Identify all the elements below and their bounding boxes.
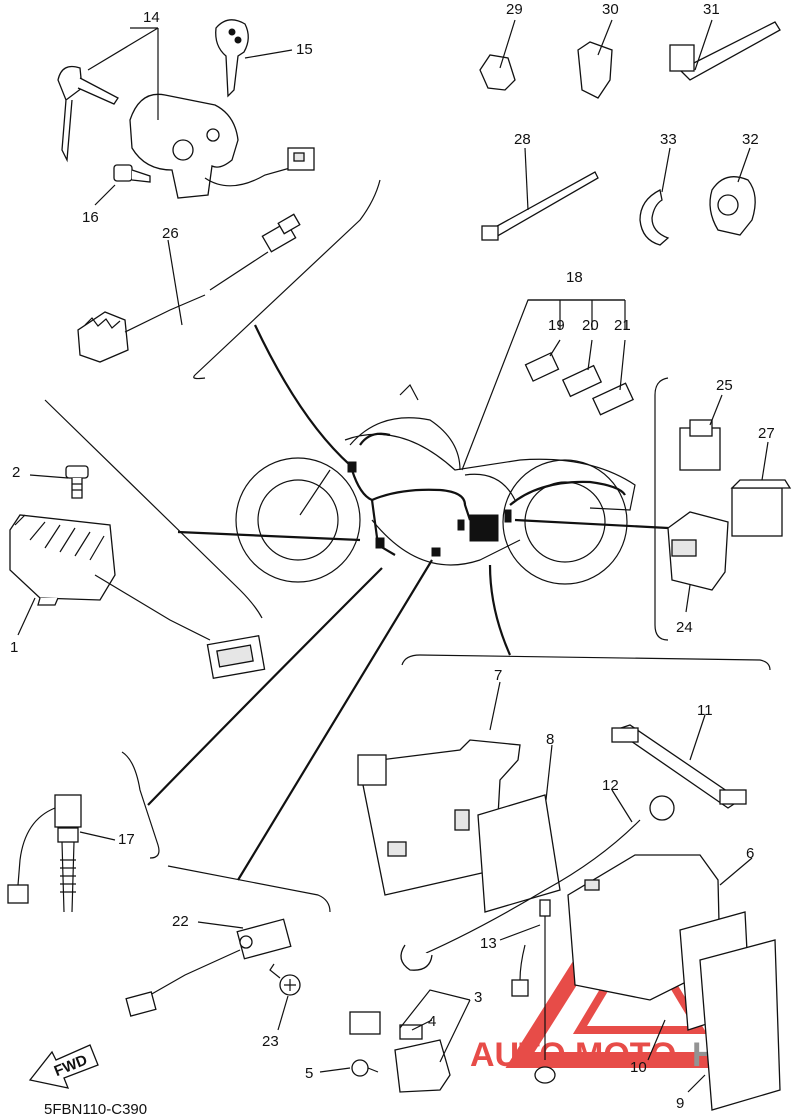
part-number-labels: 14 15 16 26 2 1 17 22 23 29 30 31 28 33 … <box>10 1 775 1112</box>
label-11: 11 <box>697 702 713 719</box>
label-9: 9 <box>676 1095 684 1112</box>
cover-plates-9-10[interactable] <box>679 911 781 1111</box>
clamp-32[interactable] <box>709 176 756 236</box>
label-28: 28 <box>514 131 531 148</box>
label-8: 8 <box>546 731 554 748</box>
label-1: 1 <box>10 639 18 656</box>
clamp-29[interactable] <box>479 54 516 91</box>
label-7: 7 <box>494 667 502 684</box>
label-18: 18 <box>566 269 583 286</box>
label-30: 30 <box>602 1 619 18</box>
label-20: 20 <box>582 317 599 334</box>
label-31: 31 <box>703 1 720 18</box>
label-13: 13 <box>480 935 497 952</box>
label-2: 2 <box>12 464 20 481</box>
label-12: 12 <box>602 777 619 794</box>
label-16: 16 <box>82 209 99 226</box>
band-31[interactable] <box>669 21 781 81</box>
screw-16[interactable] <box>113 164 151 183</box>
label-33: 33 <box>660 131 677 148</box>
watermark-text-moto: MOTO <box>575 1036 676 1074</box>
label-19: 19 <box>548 317 565 334</box>
bolt-2[interactable] <box>65 465 89 499</box>
fuse-set[interactable] <box>524 352 634 416</box>
label-17: 17 <box>118 831 135 848</box>
leader-lines <box>17 19 769 1093</box>
label-5: 5 <box>305 1065 313 1082</box>
battery-box-7[interactable] <box>357 739 521 896</box>
label-3: 3 <box>474 989 482 1006</box>
label-29: 29 <box>506 1 523 18</box>
clip-33[interactable] <box>639 189 670 246</box>
label-22: 22 <box>172 913 189 930</box>
clamp-30[interactable] <box>577 41 613 99</box>
screw-5[interactable] <box>351 1059 379 1077</box>
label-10: 10 <box>630 1059 647 1076</box>
relay-25[interactable] <box>679 419 721 471</box>
key-blank[interactable] <box>215 19 249 98</box>
battery-cover-8[interactable] <box>477 794 561 913</box>
screw-23[interactable] <box>269 963 301 996</box>
label-23: 23 <box>262 1033 279 1050</box>
cable-tie-28[interactable] <box>481 171 599 241</box>
lead-wire-26[interactable] <box>77 213 301 363</box>
label-24: 24 <box>676 619 693 636</box>
flasher-relay-24[interactable] <box>667 511 729 591</box>
motorcycle-silhouette <box>235 384 636 585</box>
relay-27[interactable] <box>730 479 792 537</box>
label-6: 6 <box>746 845 754 862</box>
ground-lead-13[interactable] <box>511 899 556 1084</box>
rectifier-regulator[interactable] <box>9 514 266 680</box>
sidestand-switch[interactable] <box>125 918 292 1017</box>
label-25: 25 <box>716 377 733 394</box>
battery-lead-12[interactable] <box>400 795 675 971</box>
label-15: 15 <box>296 41 313 58</box>
label-14: 14 <box>143 9 160 26</box>
label-4: 4 <box>428 1013 436 1030</box>
neutral-switch[interactable] <box>7 794 82 913</box>
label-32: 32 <box>742 131 759 148</box>
diagram-code: 5FBN110-C390 <box>44 1101 147 1118</box>
label-27: 27 <box>758 425 775 442</box>
forward-arrow-icon: FWD <box>28 1044 99 1089</box>
ignition-switch-assembly[interactable] <box>57 65 315 199</box>
starter-relay[interactable] <box>349 1011 451 1093</box>
callout-lines <box>44 179 771 913</box>
label-21: 21 <box>614 317 631 334</box>
label-26: 26 <box>162 225 179 242</box>
battery-band-11[interactable] <box>611 724 747 809</box>
